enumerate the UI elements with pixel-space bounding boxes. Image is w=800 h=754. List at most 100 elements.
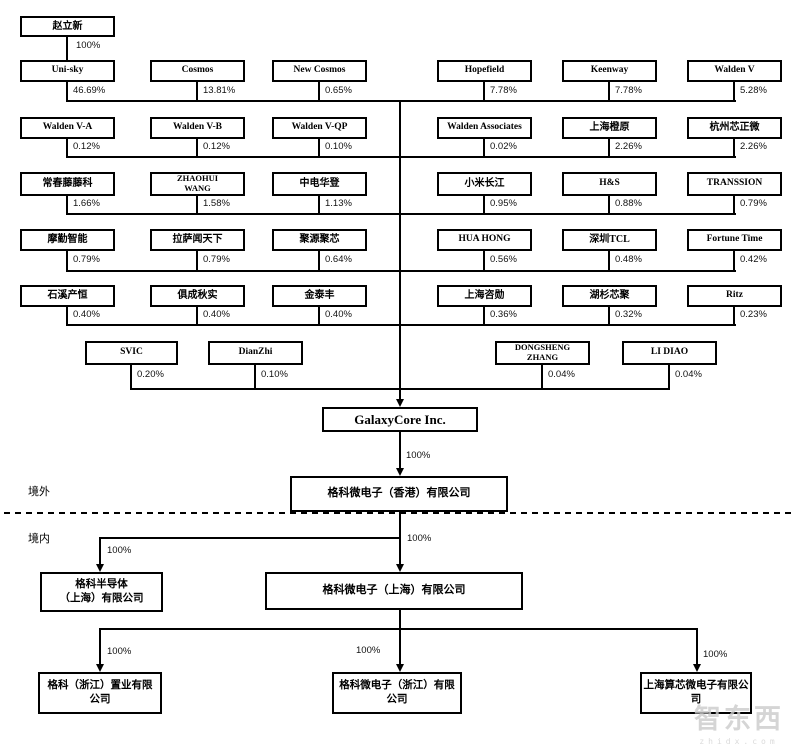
ownership-pct: 0.95% [490, 198, 517, 209]
box-label: 格科微电子（上海）有限公司 [322, 584, 466, 597]
box-label: HUA HONG [458, 234, 511, 245]
box-label: 深圳TCL [589, 234, 630, 245]
arrow-down-icon [693, 664, 701, 672]
drop-line [483, 307, 485, 324]
connector-line [399, 432, 401, 469]
box-label-line: 格科微电子（浙江）有限 [339, 679, 455, 691]
ownership-pct: 0.23% [740, 309, 767, 320]
box-label: 常春藤藤科 [42, 178, 93, 189]
drop-line [318, 196, 320, 213]
shareholder-box-transsion: TRANSSION [687, 172, 782, 196]
trunk-line [399, 100, 401, 400]
drop-line [668, 365, 670, 388]
ownership-pct: 0.40% [203, 309, 230, 320]
ownership-pct: 0.20% [137, 369, 164, 380]
box-label: LI DIAO [650, 347, 689, 358]
watermark-logo: 智东西 [694, 704, 784, 735]
drop-line [696, 628, 698, 664]
drop-line [608, 139, 610, 156]
box-label-line: 格科（浙江）置业有限 [47, 679, 153, 691]
drop-line [608, 196, 610, 213]
box-label: Ritz [726, 290, 743, 301]
shareholder-box-waldenva: Walden V-A [20, 117, 115, 139]
ownership-pct: 7.78% [615, 85, 642, 96]
drop-line [399, 628, 401, 664]
drop-line [66, 82, 68, 100]
arrow-down-icon [96, 664, 104, 672]
drop-line [483, 139, 485, 156]
ownership-pct: 0.79% [73, 254, 100, 265]
watermark-url: zhidx.com [699, 737, 779, 746]
box-label-line: 司 [690, 694, 702, 705]
shareholder-box-waldenv: Walden V [687, 60, 782, 82]
drop-line [608, 82, 610, 100]
ownership-pct: 0.56% [490, 254, 517, 265]
connector-line [399, 610, 401, 628]
ownership-pct: 100% [406, 450, 431, 461]
shareholder-box-keenway: Keenway [562, 60, 657, 82]
box-label: Walden V-A [42, 122, 93, 133]
drop-line [733, 196, 735, 213]
bus-line [66, 324, 736, 326]
box-label: New Cosmos [293, 65, 346, 76]
box-label: Hopefield [464, 65, 505, 76]
drop-line [318, 82, 320, 100]
drop-line [483, 82, 485, 100]
ownership-pct: 100% [107, 646, 132, 657]
drop-line [733, 82, 735, 100]
ownership-pct: 5.28% [740, 85, 767, 96]
ownership-pct: 2.26% [615, 141, 642, 152]
drop-line [733, 251, 735, 270]
drop-line [608, 307, 610, 324]
box-label: 拉萨闻天下 [172, 234, 223, 245]
drop-line [196, 82, 198, 100]
shareholder-box-shenzhentcl: 深圳TCL [562, 229, 657, 251]
shareholder-box-lasawentianxia: 拉萨闻天下 [150, 229, 245, 251]
ownership-pct: 0.42% [740, 254, 767, 265]
box-label: Keenway [590, 65, 629, 76]
drop-line [66, 251, 68, 270]
box-label: 聚源聚芯 [299, 234, 340, 245]
box-label: 小米长江 [464, 178, 505, 189]
box-label: Fortune Time [706, 234, 763, 245]
ownership-pct: 0.04% [675, 369, 702, 380]
box-label: 格科微电子（香港）有限公司 [327, 487, 471, 500]
drop-line [733, 139, 735, 156]
drop-line [66, 139, 68, 156]
shareholder-box-shanghaizixun: 上海咨勋 [437, 285, 532, 307]
shareholder-box-unisky: Uni-sky [20, 60, 115, 82]
box-label-line: 公司 [386, 694, 408, 705]
drop-line [66, 196, 68, 213]
box-label: DianZhi [238, 347, 273, 358]
shareholder-box-lidiao: LI DIAO [622, 341, 717, 365]
ownership-pct: 0.12% [73, 141, 100, 152]
shareholder-box-huahong: HUA HONG [437, 229, 532, 251]
ownership-pct: 100% [76, 40, 101, 51]
shareholder-box-shanghaichengyuan: 上海橙原 [562, 117, 657, 139]
ownership-pct: 13.81% [203, 85, 236, 96]
connector-line [66, 37, 68, 60]
box-label: 上海咨勋 [464, 290, 505, 301]
bus-line [66, 100, 736, 102]
shareholder-box-newcosmos: New Cosmos [272, 60, 367, 82]
box-label-line: DONGSHENG [514, 342, 571, 353]
bus-line [66, 156, 736, 158]
ownership-pct: 0.40% [73, 309, 100, 320]
box-label: H&S [599, 178, 620, 189]
shareholder-box-waldenassociates: Walden Associates [437, 117, 532, 139]
box-label-line: WANG [184, 183, 211, 193]
drop-line [318, 139, 320, 156]
ownership-pct: 1.13% [325, 198, 352, 209]
ownership-pct: 100% [356, 645, 381, 656]
region-label-offshore: 境外 [28, 486, 50, 498]
box-label-line: 上海算芯微电子有限公 [643, 679, 749, 691]
shareholder-box-cosmos: Cosmos [150, 60, 245, 82]
watermark: 智东西 zhidx.com [684, 697, 794, 746]
region-label-onshore: 境内 [28, 533, 50, 545]
shareholder-box-hangzhouxinzhengwei: 杭州芯正微 [687, 117, 782, 139]
box-label: Cosmos [181, 65, 214, 76]
box-label-line: （上海）有限公司 [59, 593, 144, 604]
shareholder-box-waldenvqp: Walden V-QP [272, 117, 367, 139]
